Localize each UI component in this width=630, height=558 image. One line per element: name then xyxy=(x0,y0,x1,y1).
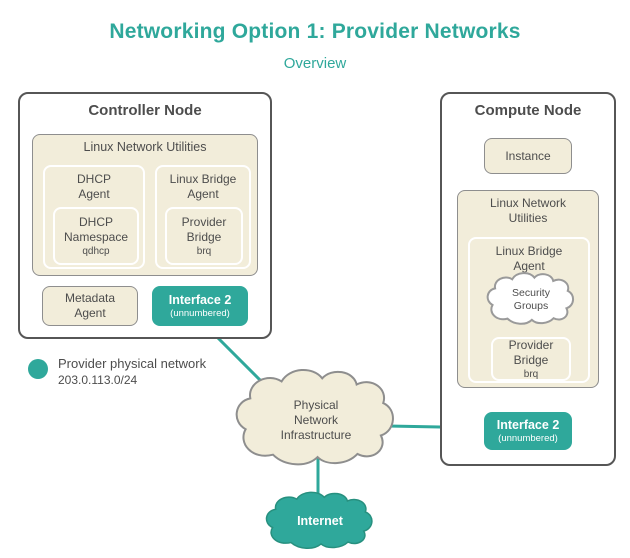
compute-bridge-agent-label: Linux Bridge Agent xyxy=(495,244,563,273)
security-groups-cloud: Security Groups xyxy=(484,271,578,329)
physical-network-label: Physical Network Infrastructure xyxy=(280,397,352,442)
dhcp-agent-label: DHCP Agent xyxy=(76,172,111,201)
physical-network-cloud: Physical Network Infrastructure xyxy=(230,366,402,474)
cloud-shape xyxy=(262,490,378,554)
security-groups-label: Security Groups xyxy=(512,286,550,312)
internet-label: Internet xyxy=(297,514,343,529)
page-subtitle: Overview xyxy=(283,55,347,72)
controller-interface-2-sub: (unnumbered) xyxy=(170,308,230,319)
controller-interface-2-label: Interface 2 xyxy=(168,293,232,307)
cloud-path xyxy=(266,492,371,548)
metadata-agent-label: Metadata Agent xyxy=(64,291,116,320)
controller-node: Controller Node Linux Network Utilities … xyxy=(18,92,272,339)
controller-node-title: Controller Node xyxy=(88,102,202,119)
legend: Provider physical network 203.0.113.0/24 xyxy=(28,356,206,387)
internet-cloud: Internet xyxy=(262,490,378,554)
cloud-path xyxy=(488,273,573,324)
dhcp-namespace-box: DHCP Namespace qdhcp xyxy=(53,207,139,265)
controller-provider-bridge-box: Provider Bridge brq xyxy=(165,207,243,265)
controller-provider-bridge-sub: brq xyxy=(196,246,212,257)
compute-provider-bridge-sub: brq xyxy=(523,369,539,380)
compute-interface-2-box: Interface 2 (unnumbered) xyxy=(484,412,572,450)
page-title: Networking Option 1: Provider Networks xyxy=(109,20,521,43)
dhcp-agent-box: DHCP Agent DHCP Namespace qdhcp xyxy=(43,165,145,269)
compute-interface-2-sub: (unnumbered) xyxy=(498,433,558,444)
controller-linux-bridge-agent-box: Linux Bridge Agent Provider Bridge brq xyxy=(155,165,251,269)
compute-interface-2-label: Interface 2 xyxy=(496,418,560,432)
compute-node-title: Compute Node xyxy=(474,102,582,119)
dhcp-namespace-sub: qdhcp xyxy=(82,246,110,257)
metadata-agent-box: Metadata Agent xyxy=(42,286,138,326)
controller-provider-bridge-label: Provider Bridge xyxy=(181,215,227,244)
controller-bridge-agent-label: Linux Bridge Agent xyxy=(169,172,237,201)
instance-label: Instance xyxy=(505,148,551,163)
provider-network-swatch xyxy=(28,359,48,379)
compute-lnu-label: Linux Network Utilities xyxy=(489,196,567,225)
legend-cidr: 203.0.113.0/24 xyxy=(58,373,138,387)
controller-interface-2-box: Interface 2 (unnumbered) xyxy=(152,286,248,326)
instance-box: Instance xyxy=(484,138,572,174)
controller-linux-network-utilities-box: Linux Network Utilities DHCP Agent DHCP … xyxy=(32,134,258,276)
compute-node: Compute Node Instance Linux Network Util… xyxy=(440,92,616,466)
dhcp-namespace-label: DHCP Namespace xyxy=(63,215,129,244)
legend-label: Provider physical network xyxy=(58,356,207,371)
compute-provider-bridge-box: Provider Bridge brq xyxy=(491,337,571,381)
cloud-shape xyxy=(484,271,578,329)
compute-linux-network-utilities-box: Linux Network Utilities Linux Bridge Age… xyxy=(457,190,599,388)
compute-linux-bridge-agent-box: Linux Bridge Agent Security Groups Provi… xyxy=(468,237,590,383)
controller-lnu-label: Linux Network Utilities xyxy=(83,140,207,154)
compute-provider-bridge-label: Provider Bridge xyxy=(508,338,554,367)
